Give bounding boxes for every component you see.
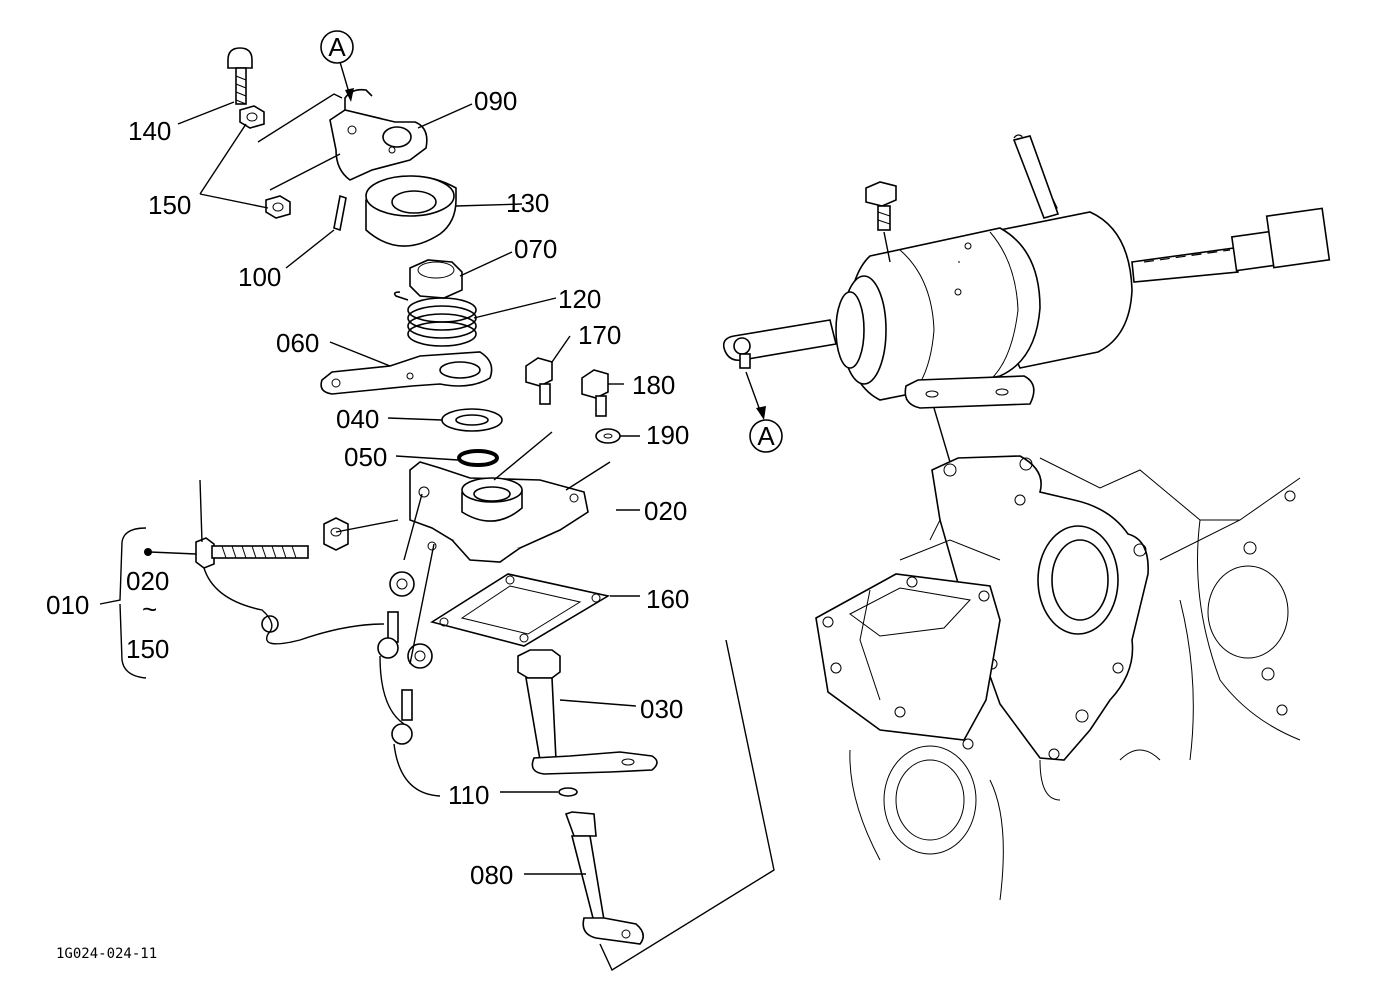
part-solenoid (722, 134, 1331, 409)
svg-text:A: A (328, 32, 346, 62)
label-080: 080 (470, 860, 513, 890)
label-040: 040 (336, 404, 379, 434)
label-190: 190 (646, 420, 689, 450)
label-120: 120 (558, 284, 601, 314)
label-020: 020 (644, 496, 687, 526)
label-110: 110 (448, 780, 489, 810)
part-130-collar (365, 175, 457, 247)
part-180-bolt (581, 369, 609, 417)
label-090: 090 (474, 86, 517, 116)
label-range-from: 020 (126, 566, 169, 596)
label-030: 030 (640, 694, 683, 724)
part-040-washer (441, 408, 503, 432)
label-160: 160 (646, 584, 689, 614)
label-070: 070 (514, 234, 557, 264)
part-washer-screws (261, 571, 433, 745)
part-solenoid-bolt (865, 181, 897, 263)
label-range-to: 150 (126, 634, 169, 664)
svg-text:A: A (757, 421, 775, 451)
part-080-shaft (564, 811, 644, 945)
part-150-nut-upper (239, 105, 265, 129)
label-170: 170 (578, 320, 621, 350)
part-120-spring (393, 291, 477, 347)
part-engine-block (815, 455, 1301, 901)
part-labels: 140 150 090 130 100 070 120 060 170 180 … (46, 86, 689, 890)
part-070-nut (409, 259, 463, 299)
label-050: 050 (344, 442, 387, 472)
part-030-shaft (517, 649, 658, 775)
part-170-bolt (525, 357, 553, 405)
label-130: 130 (506, 188, 549, 218)
label-100: 100 (238, 262, 281, 292)
part-150-nut-lower (265, 195, 291, 219)
ref-a-top: A (320, 30, 354, 64)
label-150: 150 (148, 190, 191, 220)
part-060-lever (320, 351, 493, 395)
part-110-o-ring (558, 787, 578, 797)
label-010: 010 (46, 590, 89, 620)
part-190-washer (595, 428, 621, 444)
leader-lines (99, 61, 775, 972)
part-090-bracket (329, 88, 428, 181)
part-100-pin (333, 194, 347, 232)
label-range-sep: ~ (142, 594, 157, 624)
ref-a-right-arrow (745, 371, 951, 463)
part-long-bolt (195, 517, 349, 569)
part-050-o-ring (457, 449, 499, 467)
part-140-bolt (227, 47, 253, 105)
part-020-housing (409, 461, 589, 563)
label-140: 140 (128, 116, 171, 146)
figure-code: 1G024-024-11 (56, 946, 157, 962)
label-060: 060 (276, 328, 319, 358)
part-160-gasket (430, 573, 611, 647)
label-180: 180 (632, 370, 675, 400)
ref-a-right: A (749, 419, 783, 453)
